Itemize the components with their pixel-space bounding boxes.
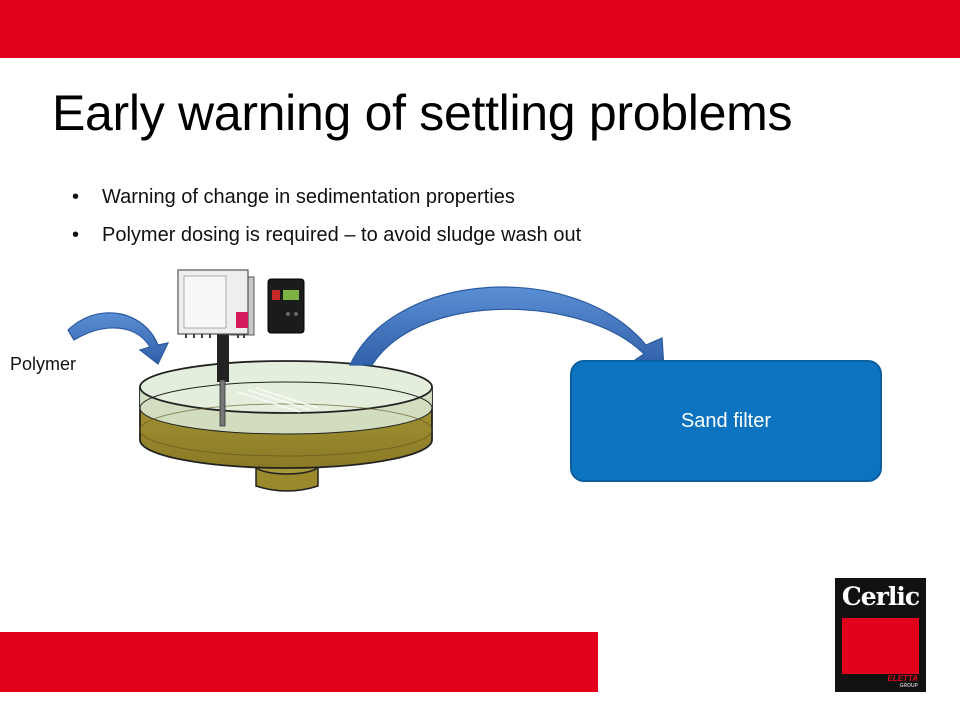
tank-water-surface <box>139 360 433 414</box>
bullet-list: • Warning of change in sedimentation prop… <box>72 178 581 254</box>
tank-sludge-line <box>139 381 433 435</box>
bullet-item: • Polymer dosing is required – to avoid s… <box>72 216 581 254</box>
probe-shaft <box>217 334 229 382</box>
bullet-text: Polymer dosing is required – to avoid sl… <box>102 224 582 246</box>
polymer-label: Polymer <box>10 354 77 374</box>
sand-filter-box: Sand filter <box>570 360 882 482</box>
logo-wordmark: Cerlic <box>841 582 920 611</box>
polymer-dosing-arrow <box>67 312 170 365</box>
logo-group-suffix: GROUP <box>899 683 918 689</box>
logo-group-name: ELETTA <box>887 674 918 683</box>
bullet-text: Warning of change in sedimentation prope… <box>102 186 515 208</box>
cerlic-logo: Cerlic ELETTA GROUP <box>835 578 926 692</box>
transmitter-button <box>294 312 298 316</box>
transmitter-button <box>286 312 290 316</box>
bullet-item: • Warning of change in sedimentation prop… <box>72 178 581 216</box>
settling-tank <box>139 360 433 492</box>
transmitter-body <box>267 278 305 334</box>
sand-filter-label: Sand filter <box>680 409 772 432</box>
probe-rod <box>219 379 226 427</box>
transmitter-screen <box>283 290 299 300</box>
cabinet-door <box>183 275 227 329</box>
logo-red-block <box>842 618 919 674</box>
water-reflection <box>237 387 319 413</box>
sensor-probe <box>217 334 229 427</box>
slide-title: Early warning of settling problems <box>52 85 793 141</box>
transmitter-badge <box>272 290 280 300</box>
header-red-bar <box>0 0 960 58</box>
bullet-dot: • <box>72 224 80 246</box>
cabinet-glands <box>185 334 245 338</box>
bullet-dot: • <box>72 186 80 208</box>
tank-rim-shade <box>139 403 433 457</box>
transmitter-unit <box>267 278 305 334</box>
tank-outlet-pipe <box>255 467 319 492</box>
footer-red-bar <box>0 632 598 692</box>
cabinet-display <box>236 312 248 328</box>
logo-group-text: ELETTA GROUP <box>887 674 918 690</box>
control-cabinet <box>177 269 255 338</box>
overflow-arrow <box>349 286 665 369</box>
